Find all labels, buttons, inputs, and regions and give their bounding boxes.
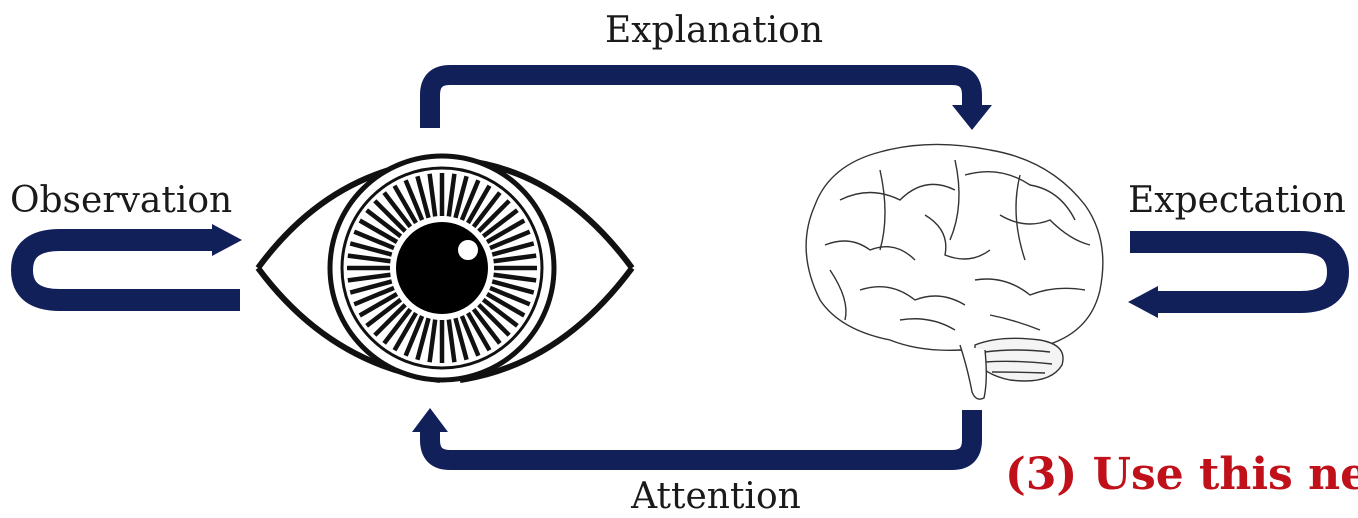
expectation-loop-arrow [1128, 242, 1338, 318]
brain-icon [806, 144, 1103, 399]
observation-loop-arrow [22, 224, 242, 300]
attention-arrow [412, 408, 972, 460]
footnote-text: (3) Use this ne [1005, 453, 1358, 497]
observation-label: Observation [10, 180, 232, 221]
eye-icon [258, 156, 632, 380]
attention-label: Attention [630, 476, 801, 517]
explanation-label: Explanation [605, 10, 823, 51]
expectation-label: Expectation [1128, 180, 1346, 221]
explanation-arrow [430, 75, 992, 130]
